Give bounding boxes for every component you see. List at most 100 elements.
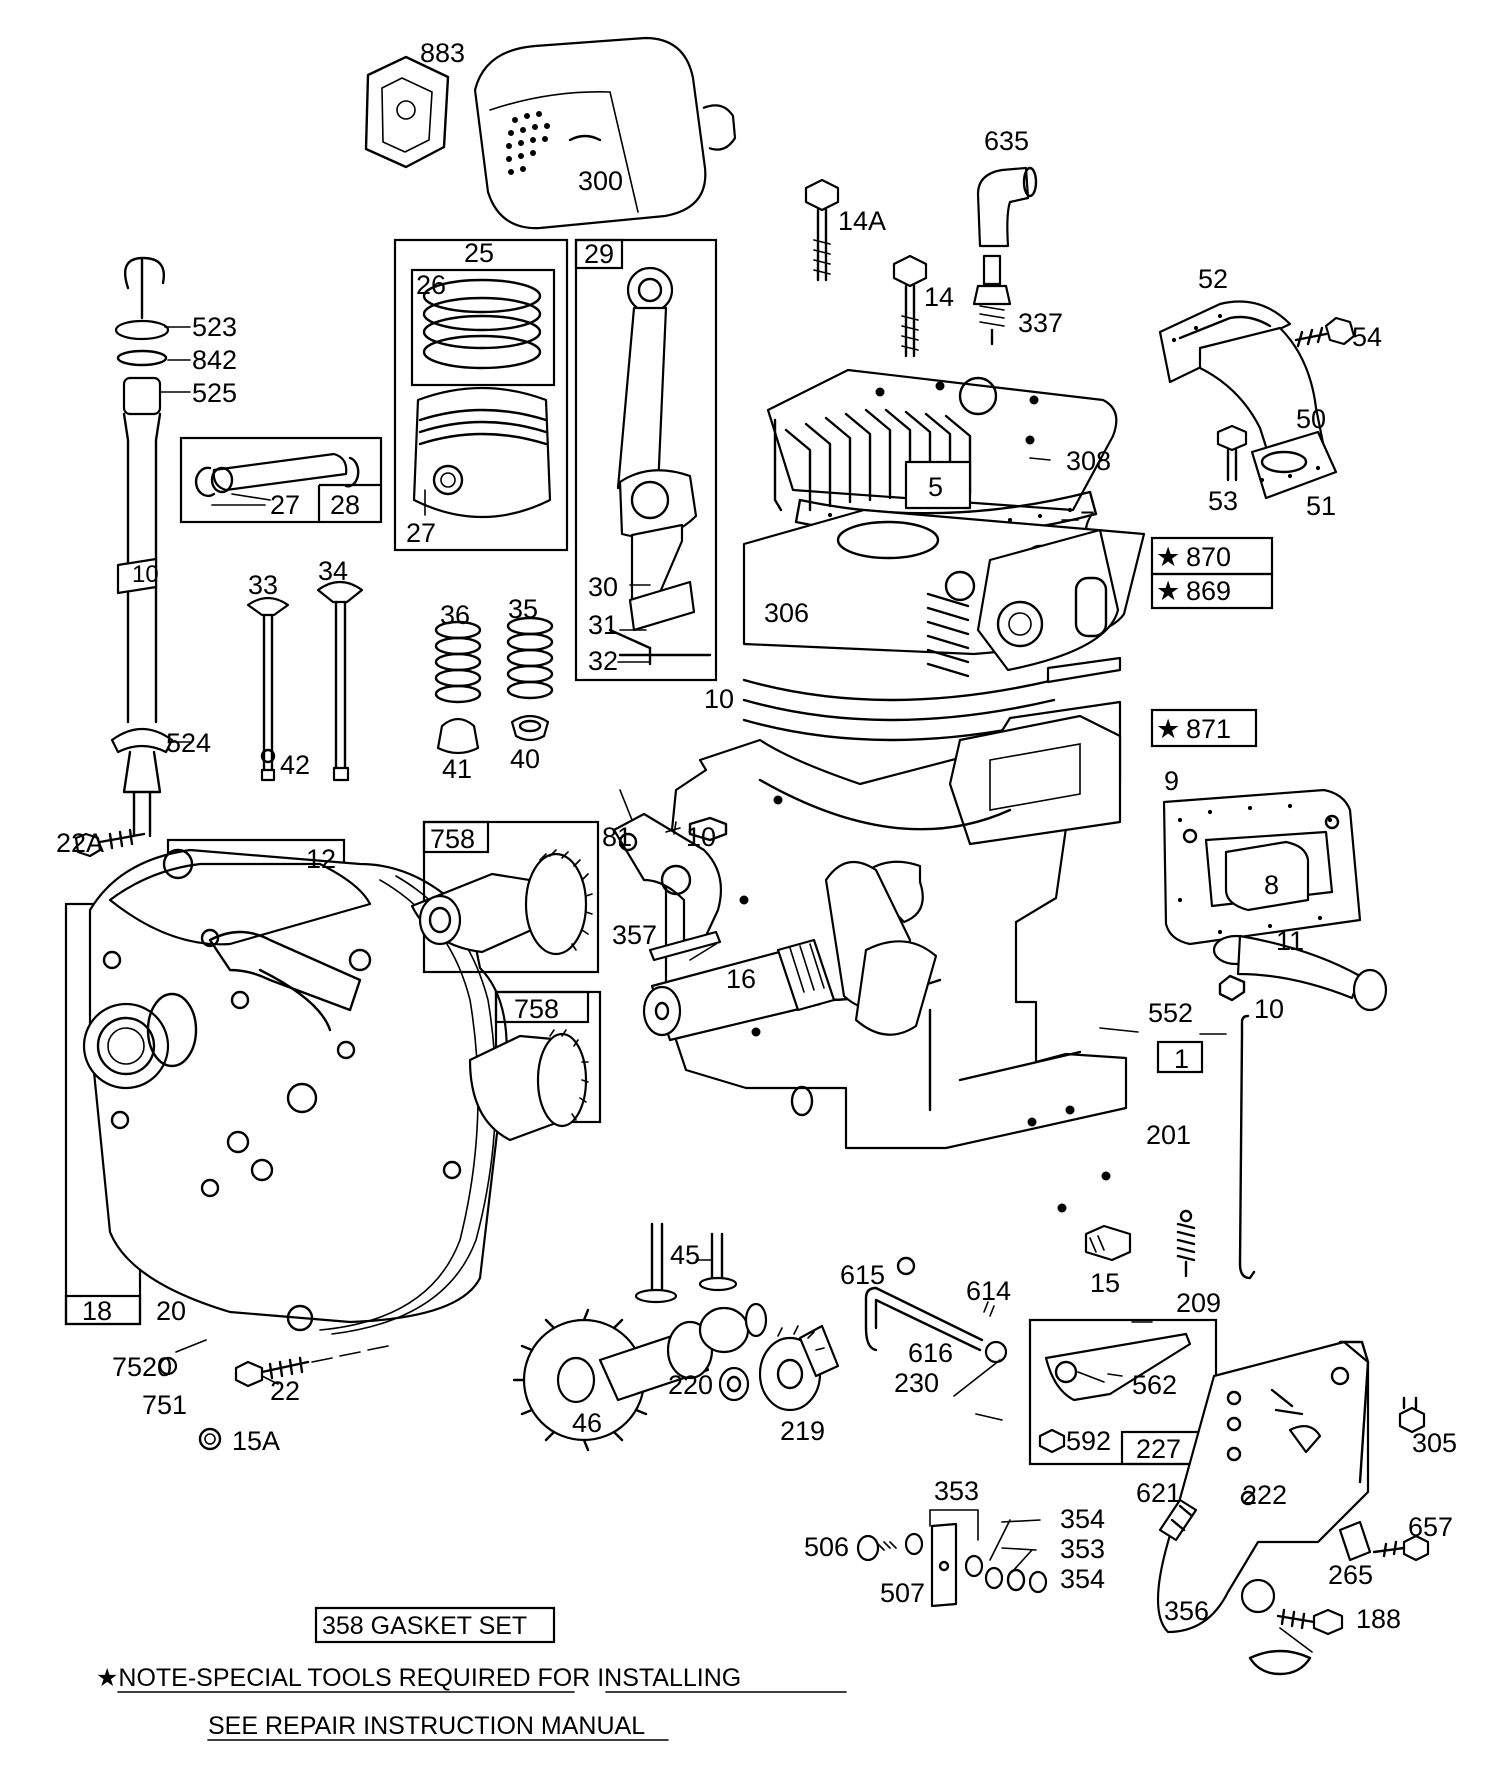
piston-ring-kit [393, 238, 569, 552]
cylinder-block [664, 508, 1146, 1213]
label-36: 36 [440, 600, 470, 630]
muffler-part [364, 36, 737, 230]
label-353b: 353 [1060, 1534, 1105, 1564]
label-star-869: ★ [1156, 576, 1180, 606]
valve-springs [434, 616, 554, 755]
governor-lever-kit [1028, 1318, 1218, 1466]
label-758b: 758 [514, 994, 559, 1024]
label-842: 842 [192, 345, 237, 375]
label-758a: 758 [430, 824, 475, 854]
muffler-vent-holes [506, 111, 550, 175]
governor-crank-bracket [612, 812, 728, 942]
pipe-plug [1084, 1224, 1132, 1262]
label-32: 32 [588, 646, 618, 676]
connecting-rod-kit [574, 238, 718, 682]
special-tools-note: ★NOTE-SPECIAL TOOLS REQUIRED FOR INSTALL… [96, 1664, 741, 1692]
label-201: 201 [1146, 1120, 1191, 1150]
label-star-870: ★ [1156, 542, 1180, 572]
governor-gear [718, 1324, 840, 1412]
label-51: 51 [1306, 491, 1336, 521]
label-22A: 22A [56, 828, 104, 858]
label-15A: 15A [232, 1426, 280, 1456]
leader-lines [159, 326, 1313, 1653]
label-10b: 10 [686, 822, 716, 852]
label-306: 306 [764, 598, 809, 628]
label-562: 562 [1132, 1370, 1177, 1400]
label-31: 31 [588, 610, 618, 640]
breather-assembly [1162, 788, 1362, 946]
label-5: 5 [928, 472, 943, 502]
label-356: 356 [1164, 1596, 1209, 1626]
cover-bolts [158, 1345, 389, 1451]
label-305: 305 [1412, 1428, 1457, 1458]
crank-key [648, 930, 722, 962]
label-7: 7 [1080, 506, 1095, 536]
label-29: 29 [584, 239, 614, 269]
retaining-ring [1248, 1649, 1312, 1676]
camshaft-gear [512, 1302, 768, 1452]
label-9: 9 [1164, 766, 1179, 796]
label-357: 357 [612, 920, 657, 950]
head-bolts-and-spark-plug [804, 166, 1038, 358]
label-300: 300 [578, 166, 623, 196]
part-labels: 883 300 635 14A 14 337 25 26 29 523 842 … [56, 38, 1457, 1634]
gasket-set-label: 358 GASKET SET [322, 1612, 527, 1640]
intake-elbow [1158, 300, 1356, 500]
label-81: 81 [602, 822, 632, 852]
cylinder-head [766, 368, 1118, 538]
label-34: 34 [318, 556, 348, 586]
cam-gear-kit-upper [410, 820, 600, 974]
wrist-pin-kit [179, 436, 383, 524]
label-20: 20 [156, 1296, 186, 1326]
label-657: 657 [1408, 1512, 1453, 1542]
label-616: 616 [908, 1338, 953, 1368]
breather-gasket-speckle [1177, 803, 1333, 935]
label-524: 524 [166, 728, 211, 758]
label-869: 869 [1186, 576, 1231, 606]
dipstick-stamp: 10 [132, 561, 159, 588]
label-8: 8 [1264, 870, 1279, 900]
crankcase-cover [64, 828, 508, 1335]
label-871: 871 [1186, 714, 1231, 744]
label-615: 615 [840, 1260, 885, 1290]
label-14A: 14A [838, 206, 886, 236]
label-220: 220 [668, 1370, 713, 1400]
label-525: 525 [192, 378, 237, 408]
label-42: 42 [280, 750, 310, 780]
label-592: 592 [1066, 1426, 1111, 1456]
label-27b: 27 [406, 518, 436, 548]
label-870: 870 [1186, 542, 1231, 572]
breather-tube [1212, 934, 1388, 1012]
label-337: 337 [1018, 308, 1063, 338]
label-52: 52 [1198, 264, 1228, 294]
label-54: 54 [1352, 322, 1382, 352]
label-33: 33 [248, 570, 278, 600]
label-46: 46 [572, 1408, 602, 1438]
governor-shaft [864, 1256, 1008, 1364]
label-22: 22 [270, 1376, 300, 1406]
label-209: 209 [1176, 1288, 1221, 1318]
label-222: 222 [1242, 1480, 1287, 1510]
label-10c: 10 [1254, 994, 1284, 1024]
label-354a: 354 [1060, 1504, 1105, 1534]
fastener-stack [856, 1509, 1048, 1608]
label-boxes [314, 536, 1274, 1644]
label-506: 506 [804, 1532, 849, 1562]
governor-link [1238, 1014, 1256, 1280]
label-883: 883 [420, 38, 465, 68]
label-219: 219 [780, 1416, 825, 1446]
label-614: 614 [966, 1276, 1011, 1306]
label-188: 188 [1356, 1604, 1401, 1634]
label-12: 12 [306, 844, 336, 874]
cam-gear-kit-lower [468, 990, 602, 1142]
dipstick-assembly [110, 256, 174, 838]
label-227: 227 [1136, 1434, 1181, 1464]
control-bracket [1156, 1340, 1430, 1636]
label-635: 635 [984, 126, 1029, 156]
elbow-gasket-speckle [1171, 313, 1321, 483]
valves [246, 580, 364, 782]
label-26: 26 [416, 270, 446, 300]
label-265: 265 [1328, 1560, 1373, 1590]
